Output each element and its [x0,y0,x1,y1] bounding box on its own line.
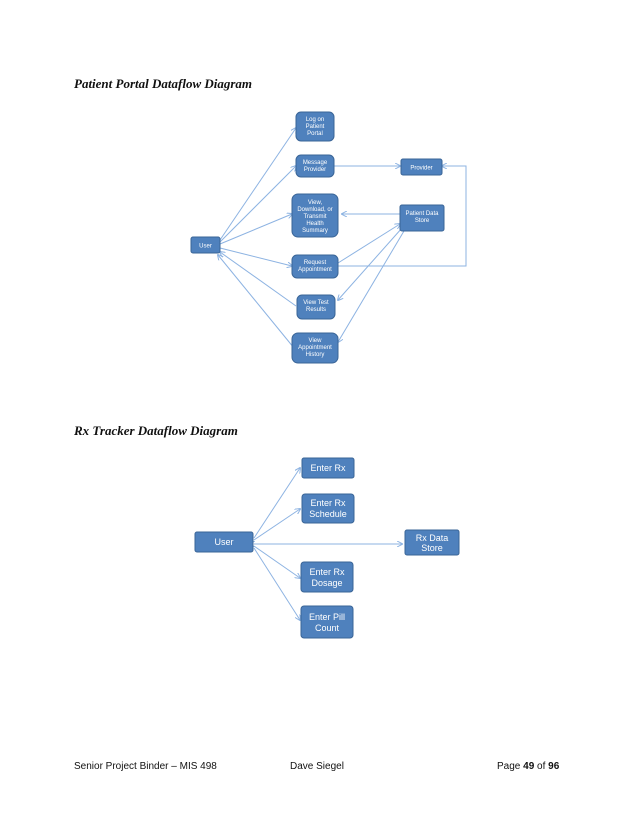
request-line2: Appointment [298,267,332,273]
view-test-results-box: View Test Results [296,294,336,320]
schedule-line1: Enter Rx [310,498,346,508]
portal-diagram-title: Patient Portal Dataflow Diagram [74,76,253,91]
enter-rx-label: Enter Rx [310,463,346,473]
rx-user-box: User [194,531,254,553]
message-line1: Message [303,160,328,166]
arrow-rxuser-pill [253,547,300,620]
arrow-rxuser-enterrx [253,468,300,539]
rx-store-line2: Store [421,543,443,553]
pill-line1: Enter Pill [309,612,345,622]
test-line1: View Test [303,300,329,306]
view-line5: Summary [302,228,328,234]
view-summary-box: View, Download, or Transmit Health Summa… [291,193,339,238]
footer-author: Dave Siegel [290,761,344,772]
provider-label: Provider [410,166,432,172]
arrow-request-provider [338,166,467,267]
appointment-history-box: View Appointment History [291,332,339,364]
arrow-user-message [219,166,296,243]
log-on-box: Log on Patient Portal [295,111,335,142]
view-line1: View, [308,200,323,206]
log-on-line3: Portal [307,131,323,137]
log-on-line2: Patient [306,124,325,130]
arrow-user-request [219,247,292,266]
message-provider-box: Message Provider [295,154,335,178]
page-current: 49 [523,761,535,772]
patient-data-store-box: Patient Data Store [399,204,445,232]
enter-rx-dosage-box: Enter Rx Dosage [300,561,354,593]
rx-store-line1: Rx Data [416,533,449,543]
history-line3: History [306,352,325,358]
page-of: of [534,761,549,772]
rx-diagram-title: Rx Tracker Dataflow Diagram [74,423,238,438]
arrow-history-user [218,255,295,349]
rx-user-label: User [214,537,233,547]
portal-user-label: User [199,244,212,250]
request-appointment-box: Request Appointment [291,254,339,279]
arrow-user-view [219,214,292,245]
patient-store-line2: Store [415,218,430,224]
portal-user-box: User [190,236,221,254]
enter-pill-count-box: Enter Pill Count [300,605,354,639]
page-total: 96 [548,761,560,772]
history-line1: View [309,338,323,344]
view-line4: Health [306,221,323,227]
dosage-line2: Dosage [311,578,342,588]
dosage-line1: Enter Rx [309,567,345,577]
schedule-line2: Schedule [309,509,347,519]
enter-rx-box: Enter Rx [301,457,355,479]
request-line1: Request [304,260,327,266]
portal-arrows [218,128,467,349]
arrow-test-user [220,252,297,307]
provider-box: Provider [400,158,443,176]
rx-arrows [254,468,402,620]
rx-data-store-box: Rx Data Store [404,529,460,556]
log-on-line1: Log on [306,117,324,123]
message-line2: Provider [304,167,326,173]
arrow-rxuser-schedule [253,509,300,541]
view-line3: Transmit [303,214,326,220]
footer-page-number: Page 49 of 96 [497,761,559,772]
arrow-datastore-history [338,230,405,342]
patient-store-line1: Patient Data [405,211,439,217]
arrow-rxuser-dosage [253,545,300,578]
footer-binder-title: Senior Project Binder – MIS 498 [74,761,217,772]
view-line2: Download, or [297,207,332,213]
pill-line2: Count [315,623,340,633]
arrow-datastore-test [338,227,403,300]
arrow-request-datastore [337,224,400,264]
history-line2: Appointment [298,345,332,351]
arrow-user-logon [219,128,296,241]
page-prefix: Page [497,761,524,772]
test-line2: Results [306,307,326,313]
enter-rx-schedule-box: Enter Rx Schedule [301,493,355,524]
